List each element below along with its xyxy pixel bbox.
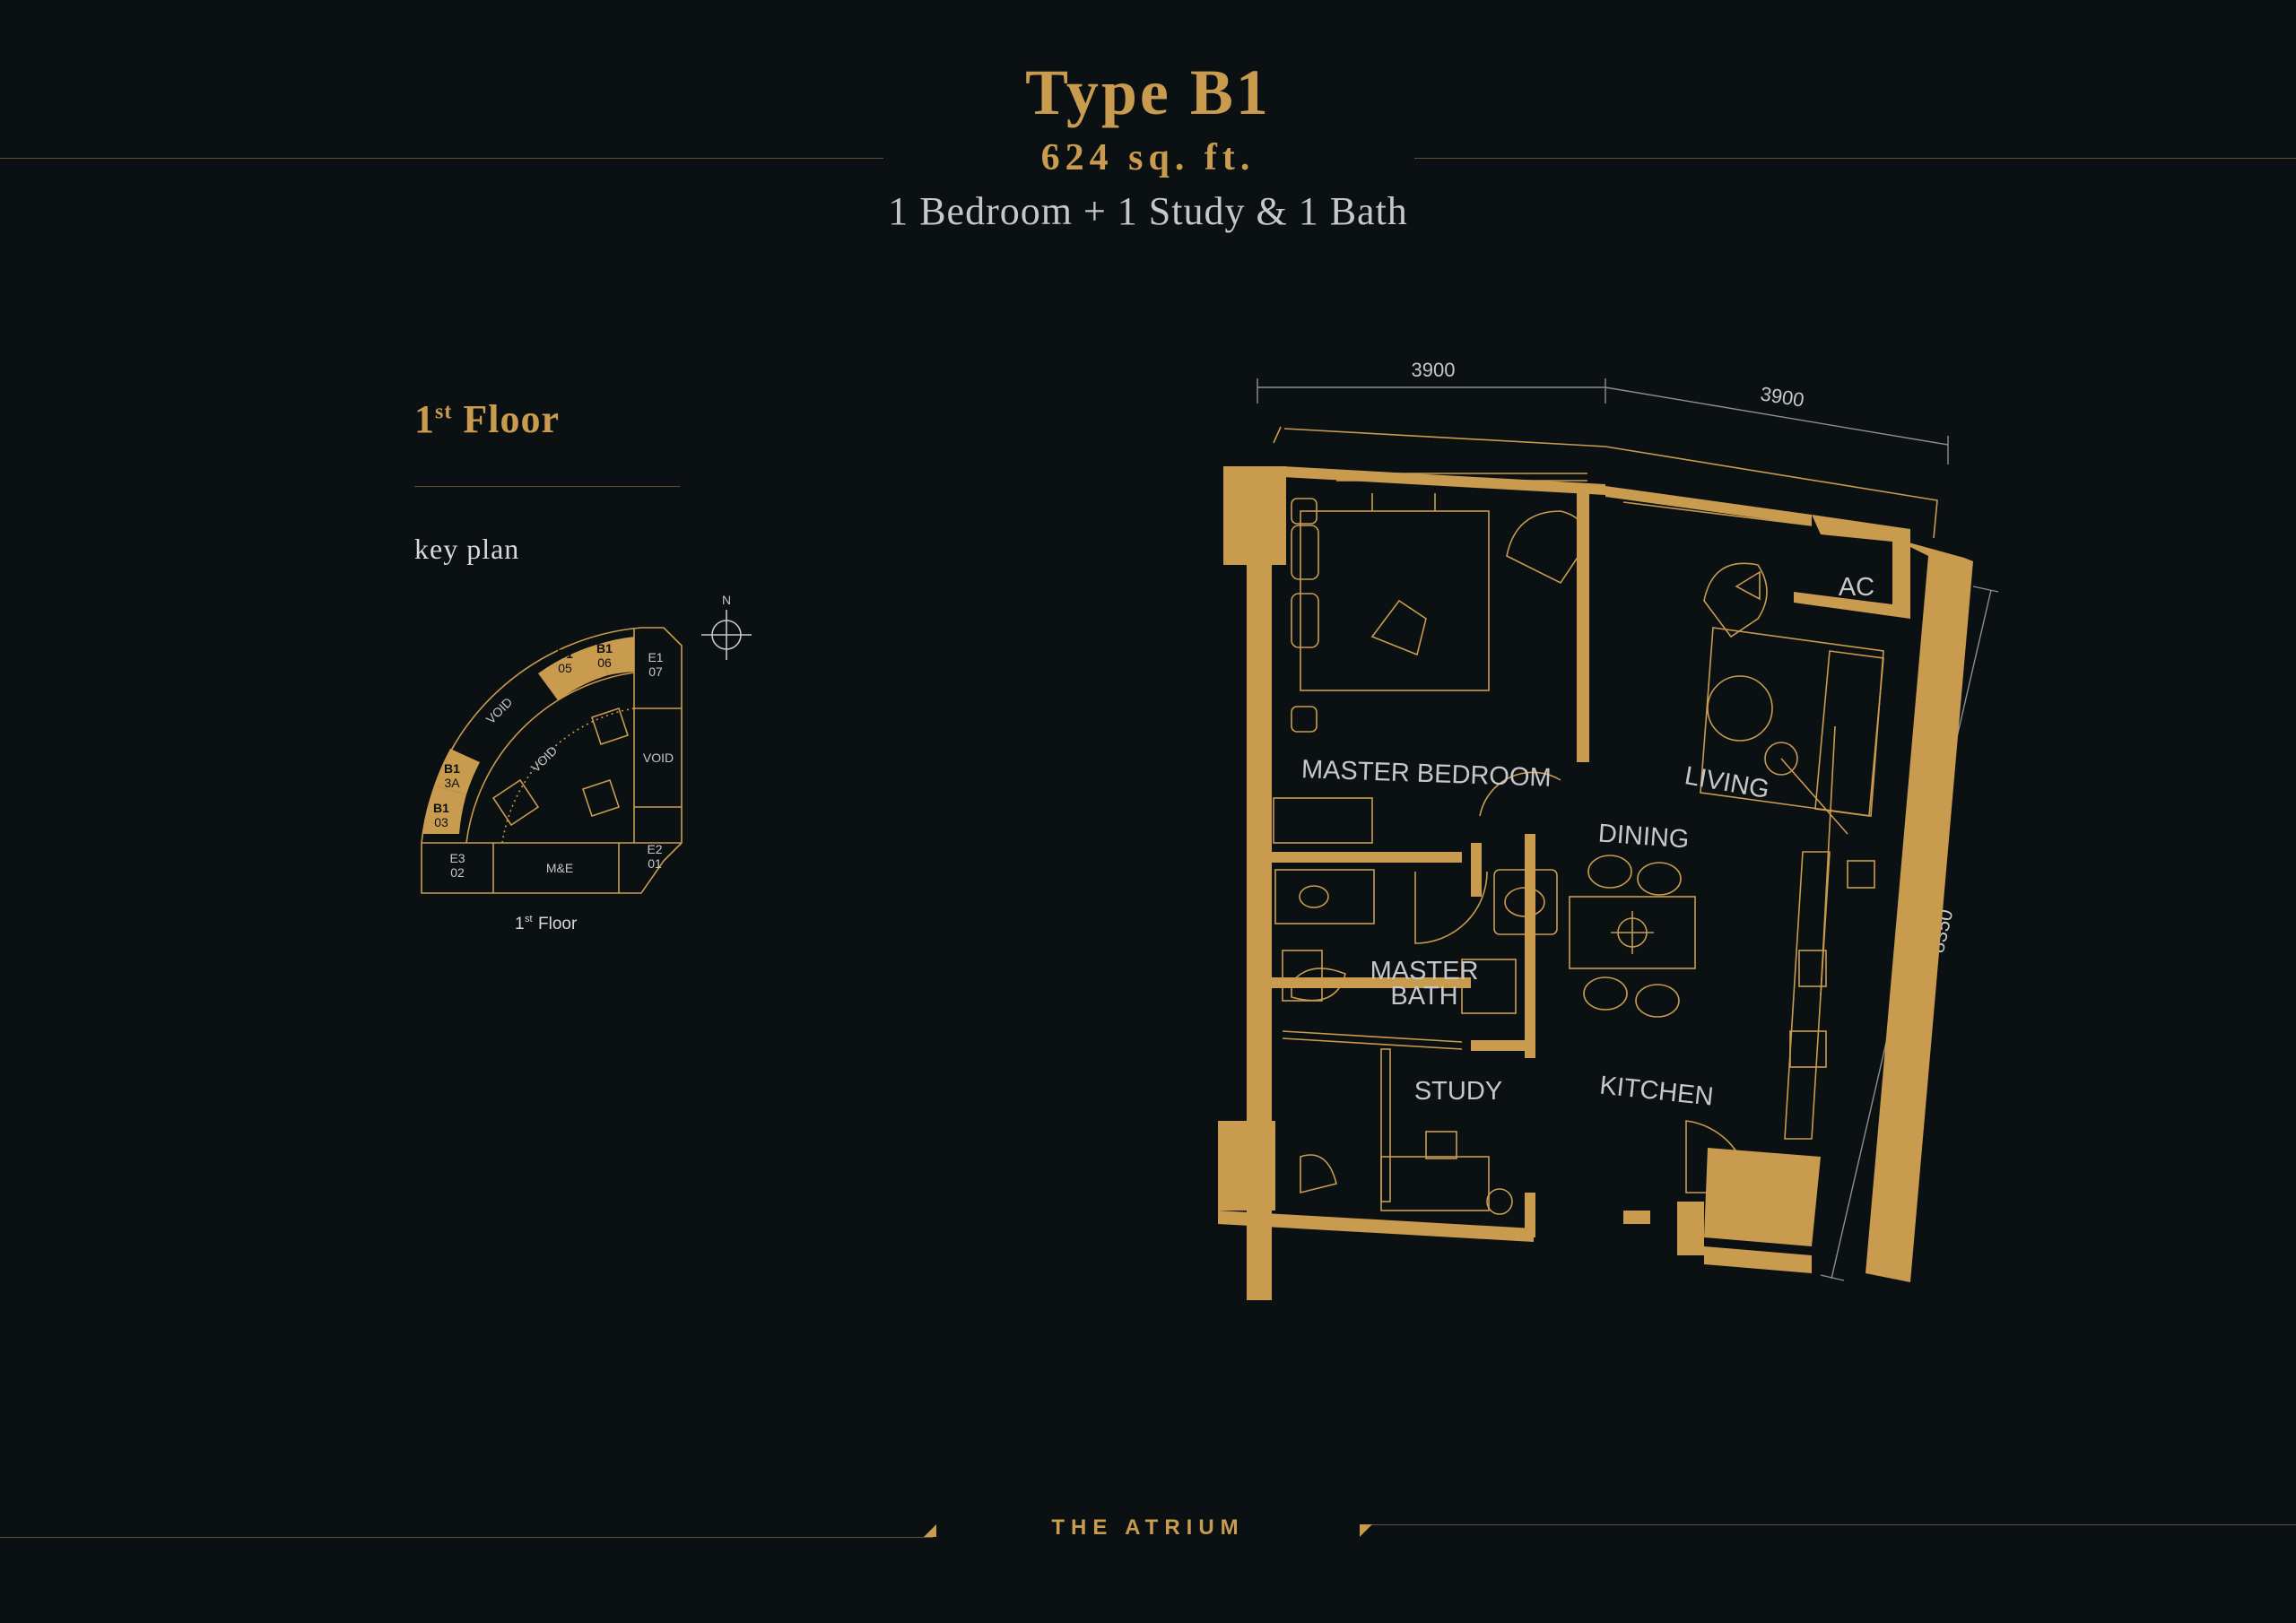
key-plan-caption-suffix: st <box>525 914 533 924</box>
north-label: N <box>722 593 731 607</box>
key-plan-unit-b1-3a <box>434 749 480 794</box>
living-rug-icon <box>1700 627 1884 817</box>
key-plan-caption-number: 1 <box>515 915 525 933</box>
sofa-icon <box>1814 650 1884 817</box>
armchair-icon <box>1506 510 1586 585</box>
key-plan-unit-number: 06 <box>597 655 612 670</box>
dimension-label: 3900 <box>1759 382 1805 411</box>
key-plan-unit-type: E1 <box>648 650 663 664</box>
key-plan-area-void: VOID <box>528 743 561 776</box>
room-label-ac: AC <box>1839 573 1874 602</box>
unit-area: 624 sq. ft. <box>1040 137 1256 178</box>
furniture-linework <box>1273 493 1884 1215</box>
room-label-study: STUDY <box>1414 1077 1502 1106</box>
footer-corner-right <box>1360 1524 1372 1537</box>
key-plan-unit-type: E2 <box>647 842 662 856</box>
unit-type-title: Type B1 <box>1025 56 1271 128</box>
key-plan-area-void: VOID <box>643 751 674 765</box>
wardrobe-icon <box>1273 797 1373 844</box>
footer-corner-left <box>924 1524 936 1537</box>
footer-rule-right <box>1360 1524 2296 1525</box>
floor-title-rule <box>414 486 680 487</box>
floor-suffix: st <box>435 400 453 424</box>
key-plan-caption: 1 st Floor <box>515 914 578 933</box>
key-plan-caption-label: Floor <box>538 915 578 933</box>
kitchen-counter-icon <box>1784 851 1831 1140</box>
north-arrow-icon <box>701 610 752 660</box>
header-rule-left <box>0 158 883 159</box>
key-plan-unit-type: E3 <box>449 851 465 865</box>
key-plan-area-void: VOID <box>483 695 516 727</box>
floor-number: 1 <box>414 397 435 441</box>
key-plan-label: key plan <box>414 533 520 565</box>
unit-floor-plan: 3900 3900 8350 <box>1218 359 1999 1300</box>
dining-table-icon <box>1569 896 1696 969</box>
key-plan-unit-type: B1 <box>444 761 460 776</box>
room-label-master-bath-line2: BATH <box>1390 982 1457 1011</box>
key-plan-unit-number: 02 <box>450 865 465 880</box>
room-label-living: LIVING <box>1683 761 1771 804</box>
floor-label: Floor <box>463 397 560 441</box>
footer-brand: THE ATRIUM <box>1051 1515 1245 1540</box>
key-plan-unit-type: B1 <box>596 641 613 655</box>
room-label-dining: DINING <box>1597 820 1690 855</box>
room-label-master-bedroom: MASTER BEDROOM <box>1300 755 1552 793</box>
key-plan-unit-number: 3A <box>444 776 460 790</box>
footer-rule-left <box>0 1537 933 1538</box>
key-plan-unit-type: B1 <box>557 647 573 661</box>
key-plan-unit-type: B1 <box>433 801 449 815</box>
room-label-kitchen: KITCHEN <box>1598 1071 1715 1111</box>
sink-icon <box>1493 869 1558 935</box>
study-desk-icon <box>1380 1156 1490 1211</box>
key-plan: B1 05 B1 06 B1 3A B1 03 E1 07 E2 01 E3 0… <box>421 593 752 933</box>
structural-walls <box>1218 466 1973 1300</box>
floor-title: 1st Floor <box>414 396 560 442</box>
bedroom-wall <box>1577 493 1589 762</box>
header-rule-right <box>1414 158 2296 159</box>
key-plan-unit-number: 05 <box>558 661 572 675</box>
bed-icon <box>1300 510 1490 691</box>
key-plan-unit-b1-05 <box>538 645 608 700</box>
key-plan-unit-number: 01 <box>648 856 662 871</box>
key-plan-area-mne: M&E <box>546 861 573 875</box>
dimension-label: 3900 <box>1412 359 1456 381</box>
key-plan-unit-b1-06 <box>596 637 634 675</box>
unit-configuration: 1 Bedroom + 1 Study & 1 Bath <box>888 189 1408 233</box>
key-plan-unit-number: 07 <box>648 664 663 679</box>
key-plan-unit-number: 03 <box>434 815 448 829</box>
room-label-master-bath-line1: MASTER <box>1370 957 1479 985</box>
door-swing-icon <box>1685 1120 1750 1193</box>
key-plan-unit-b1-03 <box>423 785 466 834</box>
